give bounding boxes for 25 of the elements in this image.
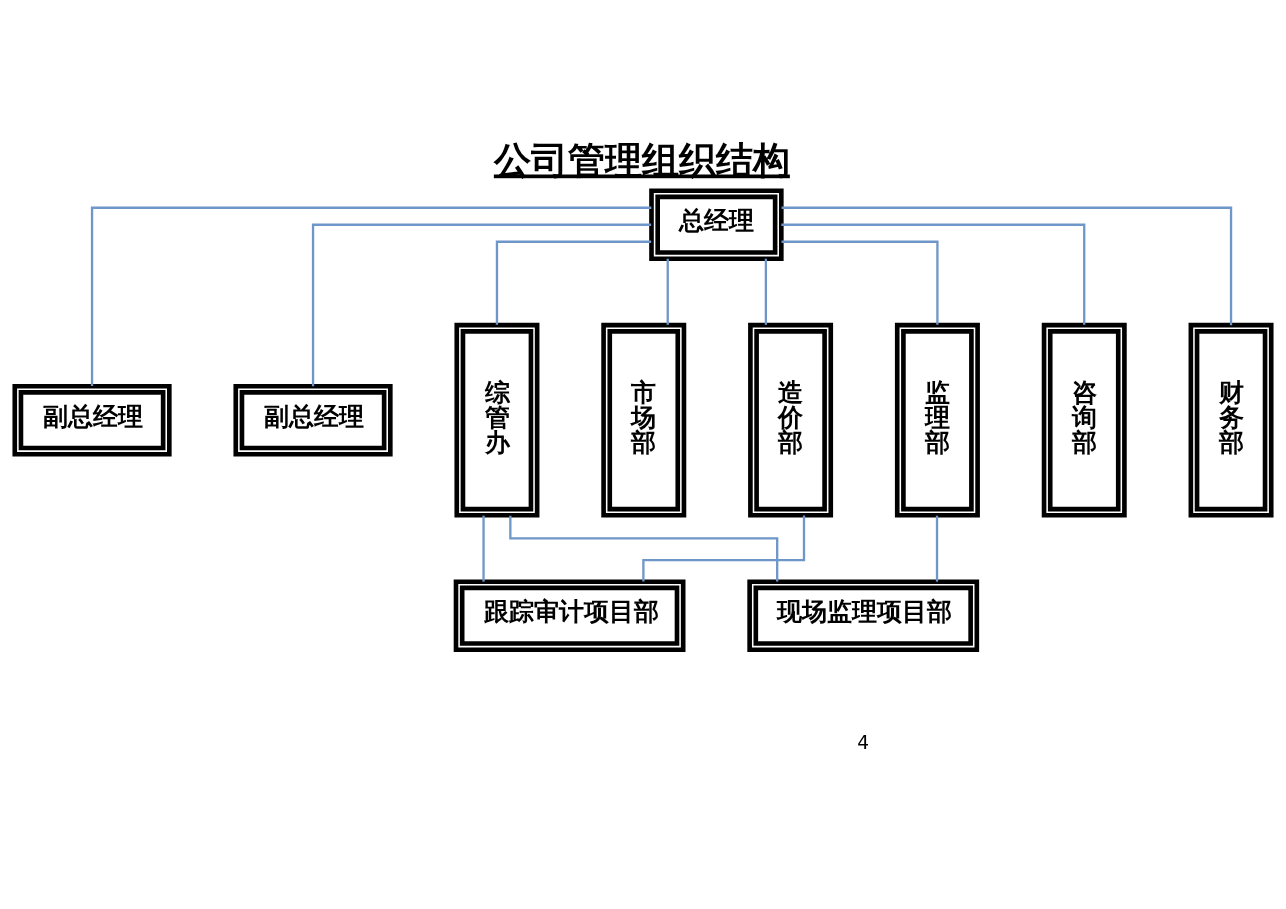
connector [90,206,652,386]
connector [495,240,652,325]
node-box: 财务部 [1188,322,1274,518]
node-box: 市场部 [601,322,687,518]
connector [935,515,939,582]
connector [781,223,1086,325]
diagram-title: 公司管理组织结构 [493,137,790,181]
node-box: 咨询部 [1041,322,1127,518]
node-box: 现场监理项目部 [747,578,980,652]
connector [311,223,652,386]
node-box: 监理部 [894,322,980,518]
connector [666,258,669,325]
connector [764,258,767,325]
node-box: 综管办 [454,322,540,518]
connector [509,515,779,582]
node-box: 总经理 [649,187,784,261]
connector [482,515,485,582]
connector [781,240,939,325]
node-box: 跟踪审计项目部 [453,578,686,652]
connector [781,206,1233,325]
node-box: 副总经理 [233,383,393,457]
connector [642,514,806,581]
label: 4 [857,731,870,753]
node-box: 造价部 [748,322,834,518]
node-box: 副总经理 [12,383,172,457]
